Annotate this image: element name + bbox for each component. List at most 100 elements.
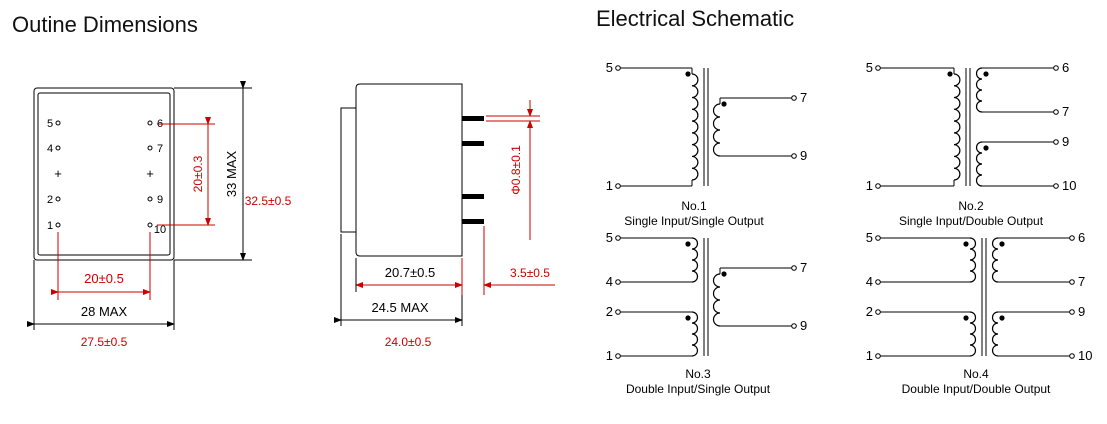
side-view-body <box>355 83 463 257</box>
terminal-label: 5 <box>866 60 873 75</box>
winding-coil <box>953 73 961 181</box>
polarity-dot <box>999 315 1005 321</box>
top-view-dimensions <box>51 117 215 300</box>
terminal <box>875 65 881 71</box>
side-pin <box>462 141 484 146</box>
pin-label-left: 2 <box>47 194 53 206</box>
polarity-dot <box>963 241 969 247</box>
terminal <box>615 309 621 315</box>
winding-coil <box>691 311 699 357</box>
pin-hole <box>147 196 153 202</box>
schematic-number: No.4 <box>963 367 989 381</box>
terminal-label: 10 <box>1062 178 1076 193</box>
side-view-flange <box>340 107 356 233</box>
top-view-inner-outline <box>37 92 171 256</box>
terminal-label: 9 <box>1078 304 1085 319</box>
side-view-black-dims <box>334 234 463 326</box>
terminal-label: 6 <box>1078 230 1085 245</box>
terminal <box>791 95 797 101</box>
side-pin <box>462 194 484 199</box>
winding-coil <box>712 103 721 157</box>
side-pin <box>462 219 484 224</box>
terminal <box>791 323 797 329</box>
dim-height-max: 33 MAX <box>224 151 239 198</box>
side-view <box>340 83 463 257</box>
winding-coil <box>691 237 699 283</box>
terminal-label: 9 <box>800 318 807 333</box>
winding-coil <box>712 273 721 327</box>
terminal <box>875 183 881 189</box>
schematic-description: Single Input/Double Output <box>899 214 1044 228</box>
schematic-number: No.1 <box>681 199 707 213</box>
pin-label-right: 9 <box>157 194 163 206</box>
polarity-dot <box>721 101 727 107</box>
winding-coil <box>975 141 983 187</box>
pin-label-right: + <box>146 166 154 181</box>
pin-label-right: 10 <box>154 224 166 236</box>
terminal <box>875 235 881 241</box>
polarity-dot <box>685 71 691 77</box>
polarity-dot <box>983 145 989 151</box>
pin-hole <box>55 196 61 202</box>
winding-coil <box>975 67 983 113</box>
pin-label-left: + <box>54 166 62 181</box>
terminal-label: 1 <box>606 178 613 193</box>
terminal <box>1053 139 1059 145</box>
winding-coil <box>969 311 977 357</box>
side-view-pins <box>462 116 484 224</box>
terminal <box>1069 309 1075 315</box>
terminal <box>791 265 797 271</box>
terminal <box>1053 183 1059 189</box>
terminal-label: 7 <box>800 90 807 105</box>
terminal-label: 1 <box>866 348 873 363</box>
dim-pin-vertical: 20±0.3 <box>191 155 205 192</box>
dim-length-tol: 24.0±0.5 <box>385 335 432 349</box>
terminal-label: 5 <box>606 230 613 245</box>
pin-label-left: 5 <box>47 118 53 130</box>
top-view-pins-left: 54+21 <box>47 118 62 232</box>
polarity-dot <box>721 271 727 277</box>
dim-length-max: 24.5 MAX <box>371 300 428 315</box>
pin-hole <box>147 145 153 151</box>
schematic-number: No.3 <box>685 367 711 381</box>
terminal <box>791 153 797 159</box>
terminal-label: 4 <box>606 274 613 289</box>
terminal-label: 5 <box>606 60 613 75</box>
pin-label-left: 1 <box>47 220 53 232</box>
terminal <box>615 353 621 359</box>
top-view-outer-outline <box>33 87 175 261</box>
terminal <box>875 353 881 359</box>
winding-coil <box>691 73 699 181</box>
pin-hole <box>147 120 153 126</box>
dim-width-tol: 27.5±0.5 <box>81 335 128 349</box>
terminal-label: 7 <box>1062 104 1069 119</box>
terminal-label: 4 <box>866 274 873 289</box>
terminal-label: 9 <box>800 148 807 163</box>
polarity-dot <box>947 71 953 77</box>
polarity-dot <box>983 71 989 77</box>
terminal-label: 10 <box>1078 348 1092 363</box>
dim-height-tol: 32.5±0.5 <box>245 194 292 208</box>
terminal-label: 7 <box>1078 274 1085 289</box>
outline-title: Outine Dimensions <box>12 12 198 37</box>
polarity-dot <box>685 241 691 247</box>
dim-width-max: 28 MAX <box>81 304 128 319</box>
polarity-dot <box>685 315 691 321</box>
schematic-description: Double Input/Single Output <box>626 382 771 396</box>
terminal-label: 2 <box>866 304 873 319</box>
terminal <box>615 235 621 241</box>
dim-pin-length: 3.5±0.5 <box>510 266 550 280</box>
dim-pin-horizontal: 20±0.5 <box>84 271 124 286</box>
terminal <box>1053 65 1059 71</box>
terminal <box>615 183 621 189</box>
schematic-number: No.2 <box>958 199 984 213</box>
dim-pin-diameter: Φ0.8±0.1 <box>509 145 523 195</box>
terminal <box>875 279 881 285</box>
pin-hole <box>55 222 61 228</box>
terminal-label: 9 <box>1062 134 1069 149</box>
